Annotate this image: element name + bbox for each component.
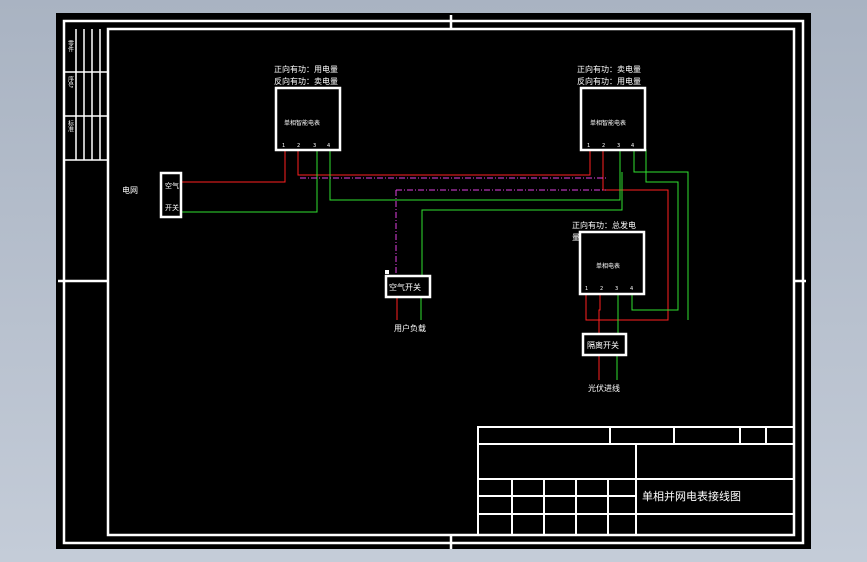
meter1-terminal-3: 3 bbox=[313, 143, 316, 149]
meter1-label-line2: 反向有功：卖电量 bbox=[274, 76, 338, 86]
meter3-label-line1: 正向有功：总发电 bbox=[572, 220, 636, 230]
drawing-sheet bbox=[56, 13, 811, 549]
wire-meter1-t4-to-meter2-t3 bbox=[329, 149, 621, 201]
wires-green bbox=[182, 149, 689, 380]
user-air-switch-label: 空气开关 bbox=[389, 282, 421, 292]
isolation-switch-box bbox=[581, 332, 628, 357]
meter1-terminal-2: 2 bbox=[297, 143, 300, 149]
isolation-switch-label: 隔离开关 bbox=[587, 340, 619, 350]
wires-red bbox=[182, 149, 669, 380]
isolation-switch: 隔离开关 bbox=[581, 332, 628, 357]
diagram-title: 单相并网电表接线图 bbox=[642, 489, 741, 503]
meter2-terminal-1: 1 bbox=[587, 143, 590, 149]
main-air-switch-box bbox=[159, 171, 183, 219]
wire-meter2-t4-right bbox=[633, 149, 689, 320]
wire-to-user-airswitch-n bbox=[421, 172, 623, 276]
wire-meter1-t2-to-meter2-t1 bbox=[297, 149, 591, 176]
side-grid-table bbox=[64, 29, 108, 161]
meter3-name: 单相电表 bbox=[596, 262, 620, 270]
user-air-switch-marker bbox=[385, 270, 389, 274]
meter2-label-line1: 正向有功：卖电量 bbox=[577, 64, 641, 74]
grid-label: 电网 bbox=[122, 185, 138, 195]
meter2-box bbox=[579, 86, 647, 152]
meter1-box bbox=[274, 86, 342, 152]
meter-2: 正向有功：卖电量 反向有功：用电量 单相智能电表 1 2 3 4 bbox=[577, 64, 647, 152]
main-air-switch-label-2: 开关 bbox=[165, 203, 179, 212]
side-label-2: 序号 bbox=[67, 75, 74, 89]
wire-meter2-t2-to-meter3-t1 bbox=[585, 149, 669, 321]
wire-grid-to-meter1-t1 bbox=[182, 149, 286, 183]
user-load-label: 用户负载 bbox=[394, 323, 426, 333]
meter2-name: 单相智能电表 bbox=[590, 119, 626, 127]
side-grid-labels: 零件 序号 标准 bbox=[67, 40, 74, 133]
meter2-terminal-2: 2 bbox=[602, 143, 605, 149]
meter1-label-line1: 正向有功：用电量 bbox=[274, 64, 338, 74]
meter2-terminal-4: 4 bbox=[631, 143, 634, 149]
meter3-terminal-3: 3 bbox=[615, 286, 618, 292]
wire-grid-n-to-meter1-t3 bbox=[182, 149, 318, 213]
user-air-switch: 空气开关 bbox=[384, 270, 432, 299]
wire-meter3-t4-loop bbox=[631, 149, 679, 311]
main-air-switch-label-1: 空气 bbox=[165, 181, 179, 190]
main-air-switch: 空气 开关 bbox=[159, 171, 183, 219]
side-label-1: 零件 bbox=[67, 40, 74, 53]
user-air-switch-box bbox=[384, 274, 432, 299]
meter3-terminal-2: 2 bbox=[600, 286, 603, 292]
centering-marks bbox=[58, 15, 806, 549]
meter3-label-line2: 量 bbox=[572, 233, 580, 242]
meter3-terminal-1: 1 bbox=[585, 286, 588, 292]
meter1-terminal-4: 4 bbox=[327, 143, 330, 149]
meter3-box bbox=[578, 230, 646, 296]
wire-meter3-t2-to-isolation bbox=[598, 295, 601, 334]
title-block-grid bbox=[477, 426, 795, 536]
meter-1: 正向有功：用电量 反向有功：卖电量 单相智能电表 1 2 3 4 bbox=[274, 64, 342, 152]
meter1-terminal-1: 1 bbox=[282, 143, 285, 149]
meter2-terminal-3: 3 bbox=[617, 143, 620, 149]
meter2-label-line2: 反向有功：用电量 bbox=[577, 76, 641, 86]
meter3-terminal-4: 4 bbox=[630, 286, 633, 292]
wires-magenta bbox=[300, 177, 606, 276]
pv-input-label: 光伏进线 bbox=[588, 383, 620, 393]
side-label-3: 标准 bbox=[67, 119, 74, 133]
meter-3: 正向有功：总发电 量 单相电表 1 2 3 4 bbox=[572, 220, 646, 296]
meter1-name: 单相智能电表 bbox=[284, 119, 320, 127]
